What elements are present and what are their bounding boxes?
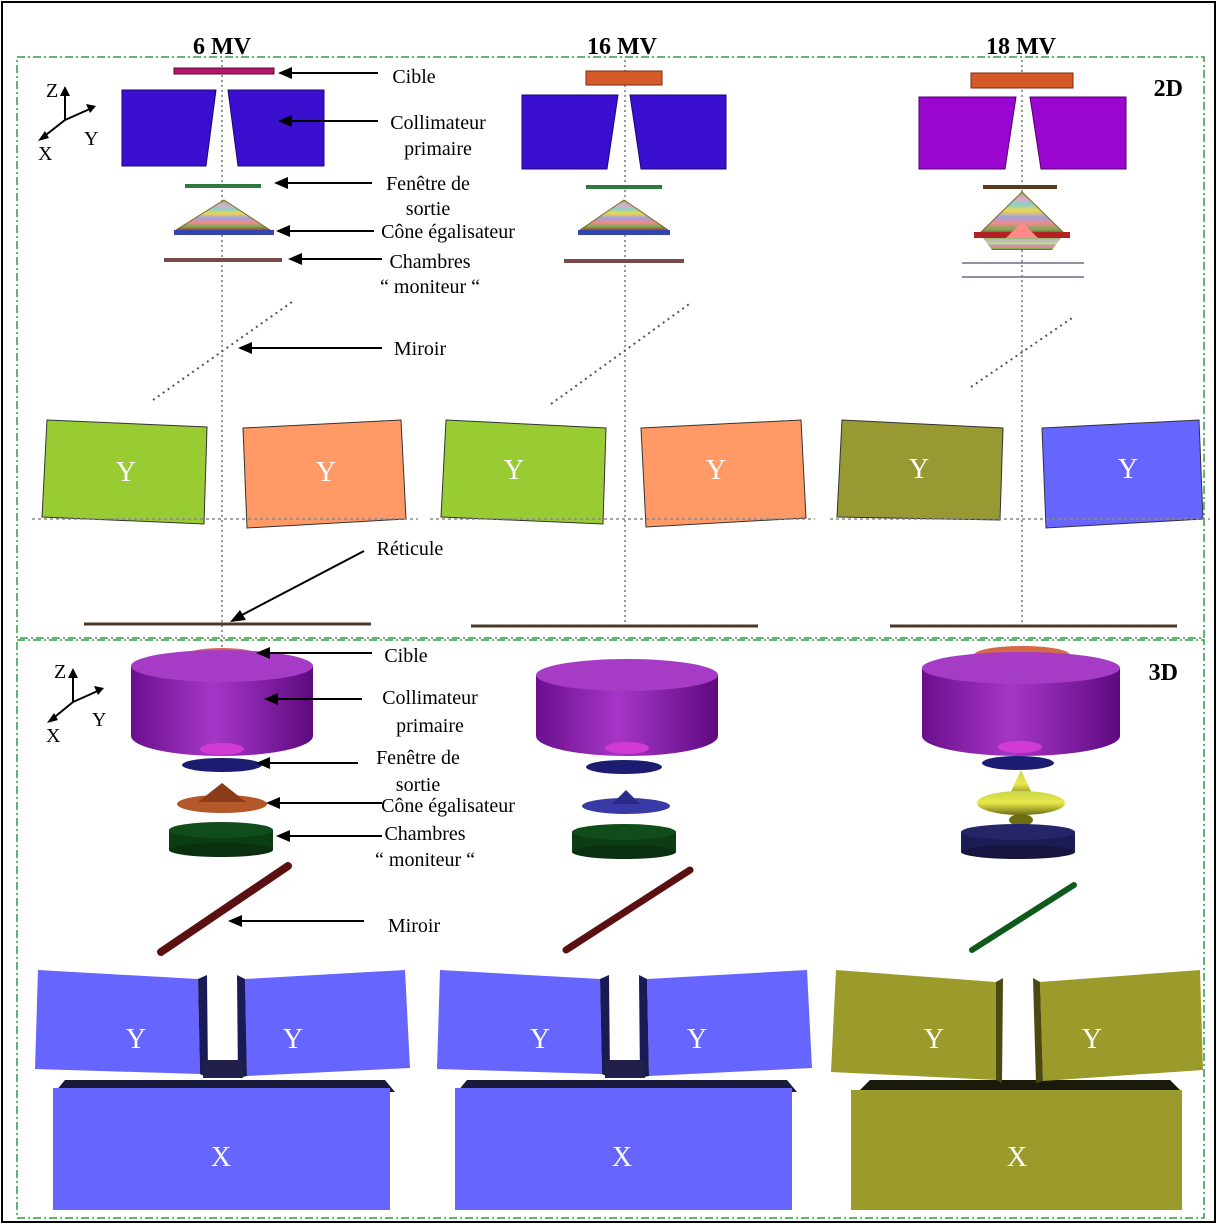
label-collimateur-2d-l2: primaire — [404, 138, 472, 160]
label-collimateur-3d-l1: Collimateur — [382, 687, 478, 709]
label-chambres-2d-l2: “ moniteur “ — [380, 276, 480, 298]
axis-z-label-2d: Z — [46, 80, 58, 102]
label-fenetre-3d-l2: sortie — [396, 774, 441, 796]
label-chambres-3d-l2: “ moniteur “ — [375, 849, 475, 871]
axes-icon-3d — [47, 668, 104, 723]
jaw-label-6mv-left-2d: Y — [116, 457, 136, 488]
jaw-label-6mv-x-3d: X — [211, 1142, 231, 1173]
axes-icon-2d — [38, 86, 96, 141]
col2-3d-components — [536, 659, 718, 954]
column-title-18mv: 18 MV — [986, 34, 1057, 60]
jaw-label-18mv-right-2d: Y — [1118, 454, 1138, 485]
label-miroir-3d: Miroir — [388, 915, 441, 937]
col1-3d-components — [131, 648, 313, 956]
column-title-16mv: 16 MV — [587, 34, 658, 60]
axis-x-label-3d: X — [46, 725, 61, 747]
label-collimateur-2d-l1: Collimateur — [390, 112, 486, 134]
jaw-label-18mv-left-2d: Y — [909, 454, 929, 485]
reticle-lines-2d — [84, 622, 1177, 628]
jaws-3d-16mv — [437, 970, 812, 1210]
jaw-label-16mv-left-2d: Y — [504, 455, 524, 486]
panel-tag-2d: 2D — [1154, 76, 1183, 102]
col3-3d-components — [922, 646, 1120, 953]
label-cible-2d: Cible — [392, 66, 435, 88]
jaw-label-16mv-left-3d: Y — [530, 1024, 550, 1055]
jaw-18mv-left-2d — [836, 419, 1004, 521]
label-chambres-2d-l1: Chambres — [389, 251, 470, 273]
jaw-16mv-left-2d — [440, 419, 607, 525]
axis-y-label-3d: Y — [92, 709, 106, 731]
label-fenetre-2d-l1: Fenêtre de — [386, 173, 470, 195]
jaw-label-6mv-left-3d: Y — [126, 1024, 146, 1055]
label-cone-2d: Cône égalisateur — [381, 221, 515, 243]
col3-2d-components — [918, 72, 1127, 388]
target-6mv-2d — [173, 67, 275, 75]
label-fenetre-2d-l2: sortie — [406, 198, 451, 220]
jaw-label-18mv-left-3d: Y — [924, 1024, 944, 1055]
axis-y-label-2d: Y — [84, 128, 98, 150]
col1-2d-components — [121, 67, 325, 401]
col2-2d-components — [521, 70, 727, 405]
jaw-label-6mv-right-2d: Y — [316, 457, 336, 488]
label-chambres-3d-l1: Chambres — [384, 823, 465, 845]
label-fenetre-3d-l1: Fenêtre de — [376, 747, 460, 769]
beam-axes-2d — [221, 60, 1023, 652]
panel-tag-3d: 3D — [1149, 660, 1178, 686]
jaw-label-18mv-x-3d: X — [1007, 1142, 1027, 1173]
panel-2d-border — [16, 56, 1205, 639]
label-collimateur-3d-l2: primaire — [396, 715, 464, 737]
label-reticule-2d: Réticule — [377, 538, 444, 560]
jaws-3d-18mv — [831, 970, 1203, 1210]
jaw-16mv-right-2d — [640, 419, 807, 528]
jaw-label-18mv-right-3d: Y — [1082, 1024, 1102, 1055]
arrows-3d — [228, 647, 382, 927]
jaws-3d-6mv — [35, 970, 410, 1210]
column-title-6mv: 6 MV — [193, 34, 252, 60]
arrows-2d — [230, 67, 382, 622]
jaw-label-16mv-x-3d: X — [612, 1142, 632, 1173]
jaw-label-16mv-right-2d: Y — [706, 455, 726, 486]
label-miroir-2d: Miroir — [394, 338, 447, 360]
jaw-6mv-left-2d — [41, 419, 208, 525]
label-cible-3d: Cible — [384, 645, 427, 667]
jaw-label-16mv-right-3d: Y — [687, 1024, 707, 1055]
label-cone-3d: Cône égalisateur — [381, 795, 515, 817]
axis-z-label-3d: Z — [54, 661, 66, 683]
axis-x-label-2d: X — [38, 143, 53, 165]
jaws-2d — [32, 419, 1210, 529]
panel-3d-border — [16, 639, 1205, 1219]
jaw-label-6mv-right-3d: Y — [283, 1024, 303, 1055]
